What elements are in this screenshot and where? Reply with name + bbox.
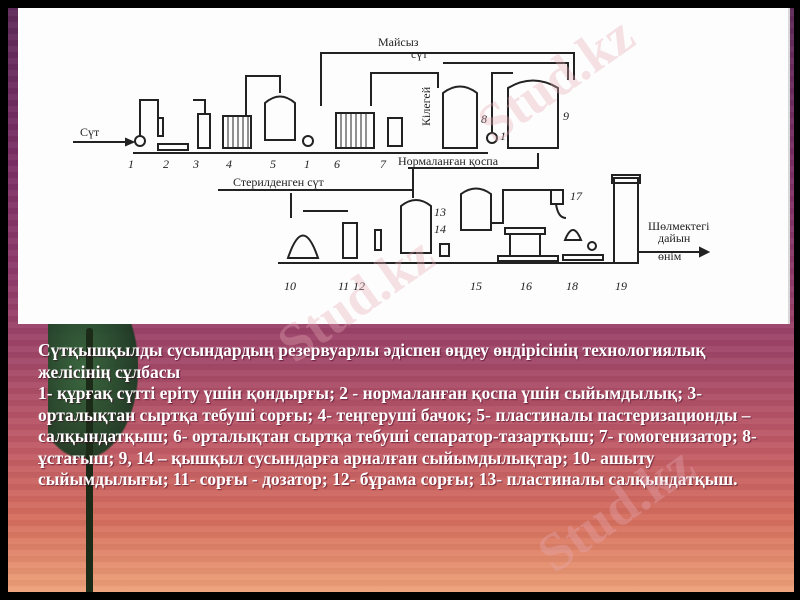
equipment-number: 13 [434,205,446,219]
equipment-number: 16 [520,279,532,293]
equipment-number: 8 [481,112,487,126]
equipment-number: 3 [192,157,199,171]
equipment-number: 19 [615,279,627,293]
equipment-number: 9 [563,109,569,123]
equipment-number: 7 [380,157,387,171]
label-output-1: Шөлмектегі [648,219,710,233]
label-skim-milk-1: Майсыз [378,35,419,49]
presentation-slide: Сүт Майсыз сүт Кілегей Нормаланған қоспа… [8,8,794,592]
slide-caption: Сүтқышқылды сусындардың резервуарлы әдіс… [38,340,778,491]
equipment-number: 14 [434,222,446,236]
process-flow-diagram: Сүт Майсыз сүт Кілегей Нормаланған қоспа… [18,8,790,324]
equipment-number: 5 [270,157,276,171]
equipment-number: 1 [304,157,310,171]
plant-leaf-decoration [48,308,138,458]
equipment-number: 6 [334,157,340,171]
equipment-number: 15 [470,279,482,293]
equipment-number: 12 [353,279,365,293]
label-sterilized-milk: Стерилденген сүт [233,175,325,189]
caption-legend: 1- құрғақ сүтті еріту үшін қондырғы; 2 -… [38,383,757,489]
equipment-number: 2 [163,157,169,171]
label-output-3: өнім [658,249,682,263]
equipment-number: 1 [128,157,134,171]
equipment-number: 17 [570,189,583,203]
caption-title: Сүтқышқылды сусындардың резервуарлы әдіс… [38,340,706,382]
equipment-number: 1 [500,129,506,143]
diagram-drawing: Сүт Майсыз сүт Кілегей Нормаланған қоспа… [73,35,711,293]
label-normalized-mix: Нормаланған қоспа [398,154,499,168]
equipment-number: 11 [338,279,349,293]
equipment-number: 10 [284,279,296,293]
label-milk-in: Сүт [80,125,100,139]
equipment-number: 4 [226,157,232,171]
label-output-2: дайын [658,231,691,245]
label-cream: Кілегей [419,86,433,126]
equipment-number: 18 [566,279,578,293]
label-skim-milk-2: сүт [411,47,428,61]
plant-stem-decoration [86,328,93,592]
